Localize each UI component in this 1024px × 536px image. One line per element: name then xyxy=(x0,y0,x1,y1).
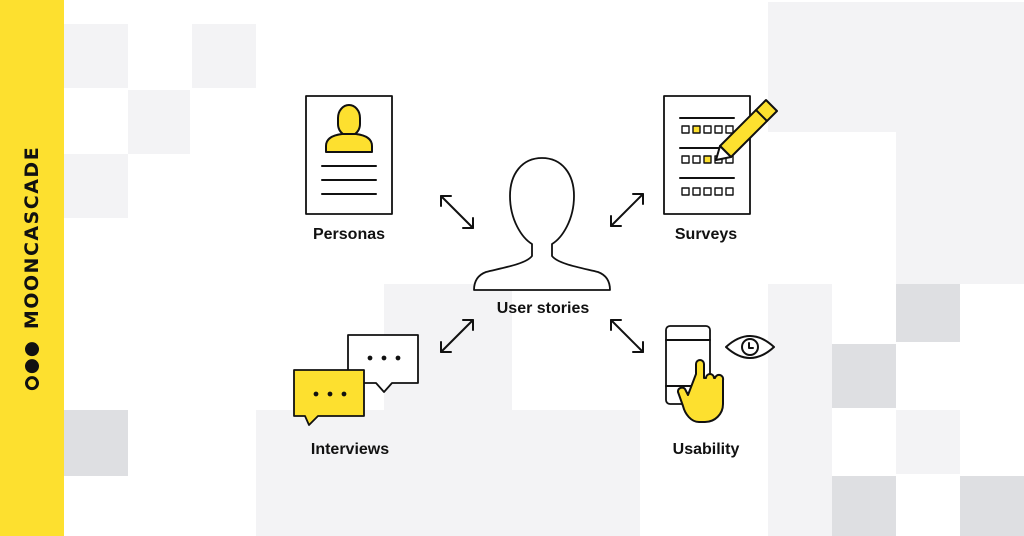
bg-tile xyxy=(832,344,896,408)
bg-tile xyxy=(512,410,640,536)
bg-tile xyxy=(128,90,190,154)
bg-tile xyxy=(64,410,128,476)
bg-tile xyxy=(896,284,960,342)
node-label-usability: Usability xyxy=(672,441,740,458)
double-arrow-icon xyxy=(610,319,644,353)
bg-tile xyxy=(960,476,1024,536)
persona-card-icon xyxy=(305,95,393,215)
bg-tile xyxy=(768,2,1024,132)
user-silhouette-icon xyxy=(473,157,611,291)
bg-tile xyxy=(832,476,896,536)
bg-tile xyxy=(896,132,1024,284)
node-label-surveys: Surveys xyxy=(674,226,738,243)
bg-tile xyxy=(192,24,256,88)
bg-tile xyxy=(64,154,128,218)
bg-tile xyxy=(384,284,512,536)
double-arrow-icon xyxy=(440,319,474,353)
center-label-user-stories: User stories xyxy=(496,300,590,317)
bg-tile xyxy=(256,410,384,536)
node-label-personas: Personas xyxy=(312,226,386,243)
node-label-interviews: Interviews xyxy=(310,441,390,458)
chat-bubbles-icon xyxy=(293,334,419,426)
bg-tile xyxy=(896,410,960,474)
bg-tile xyxy=(768,284,832,536)
double-arrow-icon xyxy=(610,193,644,227)
bg-tile xyxy=(64,24,128,88)
brand-sidebar: MOONCASCADE xyxy=(0,0,64,536)
pencil-icon xyxy=(715,99,778,161)
phone-touch-eye-icon xyxy=(665,325,775,423)
survey-form-icon xyxy=(663,95,751,215)
double-arrow-icon xyxy=(440,195,474,229)
